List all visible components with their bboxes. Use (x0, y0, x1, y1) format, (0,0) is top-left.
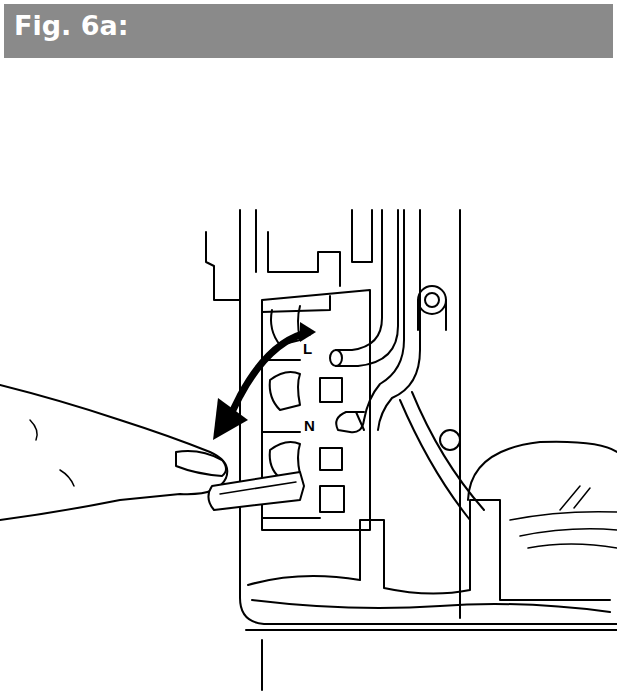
wire-end (336, 412, 364, 432)
housing-wall (255, 210, 257, 272)
housing-channel (248, 500, 610, 600)
screw-boss (425, 293, 439, 307)
housing-channel (252, 600, 610, 612)
terminal-slot (320, 448, 342, 470)
terminal-marking: N (303, 418, 316, 433)
spring-clamp (270, 372, 300, 410)
screw (440, 430, 460, 450)
housing-rib (352, 210, 372, 262)
fingernail (176, 451, 226, 476)
screw-boss (418, 286, 446, 314)
cable (336, 210, 398, 366)
motion-arrow (232, 332, 310, 412)
figure-title: Fig. 6a: (14, 10, 129, 41)
cable (364, 210, 404, 420)
arrowhead (213, 398, 248, 440)
finger-crease (30, 420, 74, 486)
housing-side (459, 210, 461, 618)
component-wires (510, 512, 617, 548)
terminal-marking: L (302, 341, 313, 356)
release-tool (208, 472, 304, 510)
ferrule (356, 412, 364, 430)
terminal-slot (320, 486, 344, 512)
screw-boss (418, 300, 446, 330)
component (468, 442, 617, 500)
component-wires (560, 486, 590, 510)
cable (336, 210, 382, 350)
release-tool (220, 482, 296, 494)
finger (0, 385, 227, 520)
wire-end (330, 350, 342, 366)
housing-rim (246, 629, 617, 631)
terminal-slot (320, 378, 342, 402)
arrowhead (300, 322, 316, 342)
housing-clip (206, 232, 240, 300)
housing-front-edge (261, 640, 263, 690)
housing-outline (240, 210, 617, 624)
wire (400, 392, 484, 560)
housing-rib (268, 232, 340, 286)
